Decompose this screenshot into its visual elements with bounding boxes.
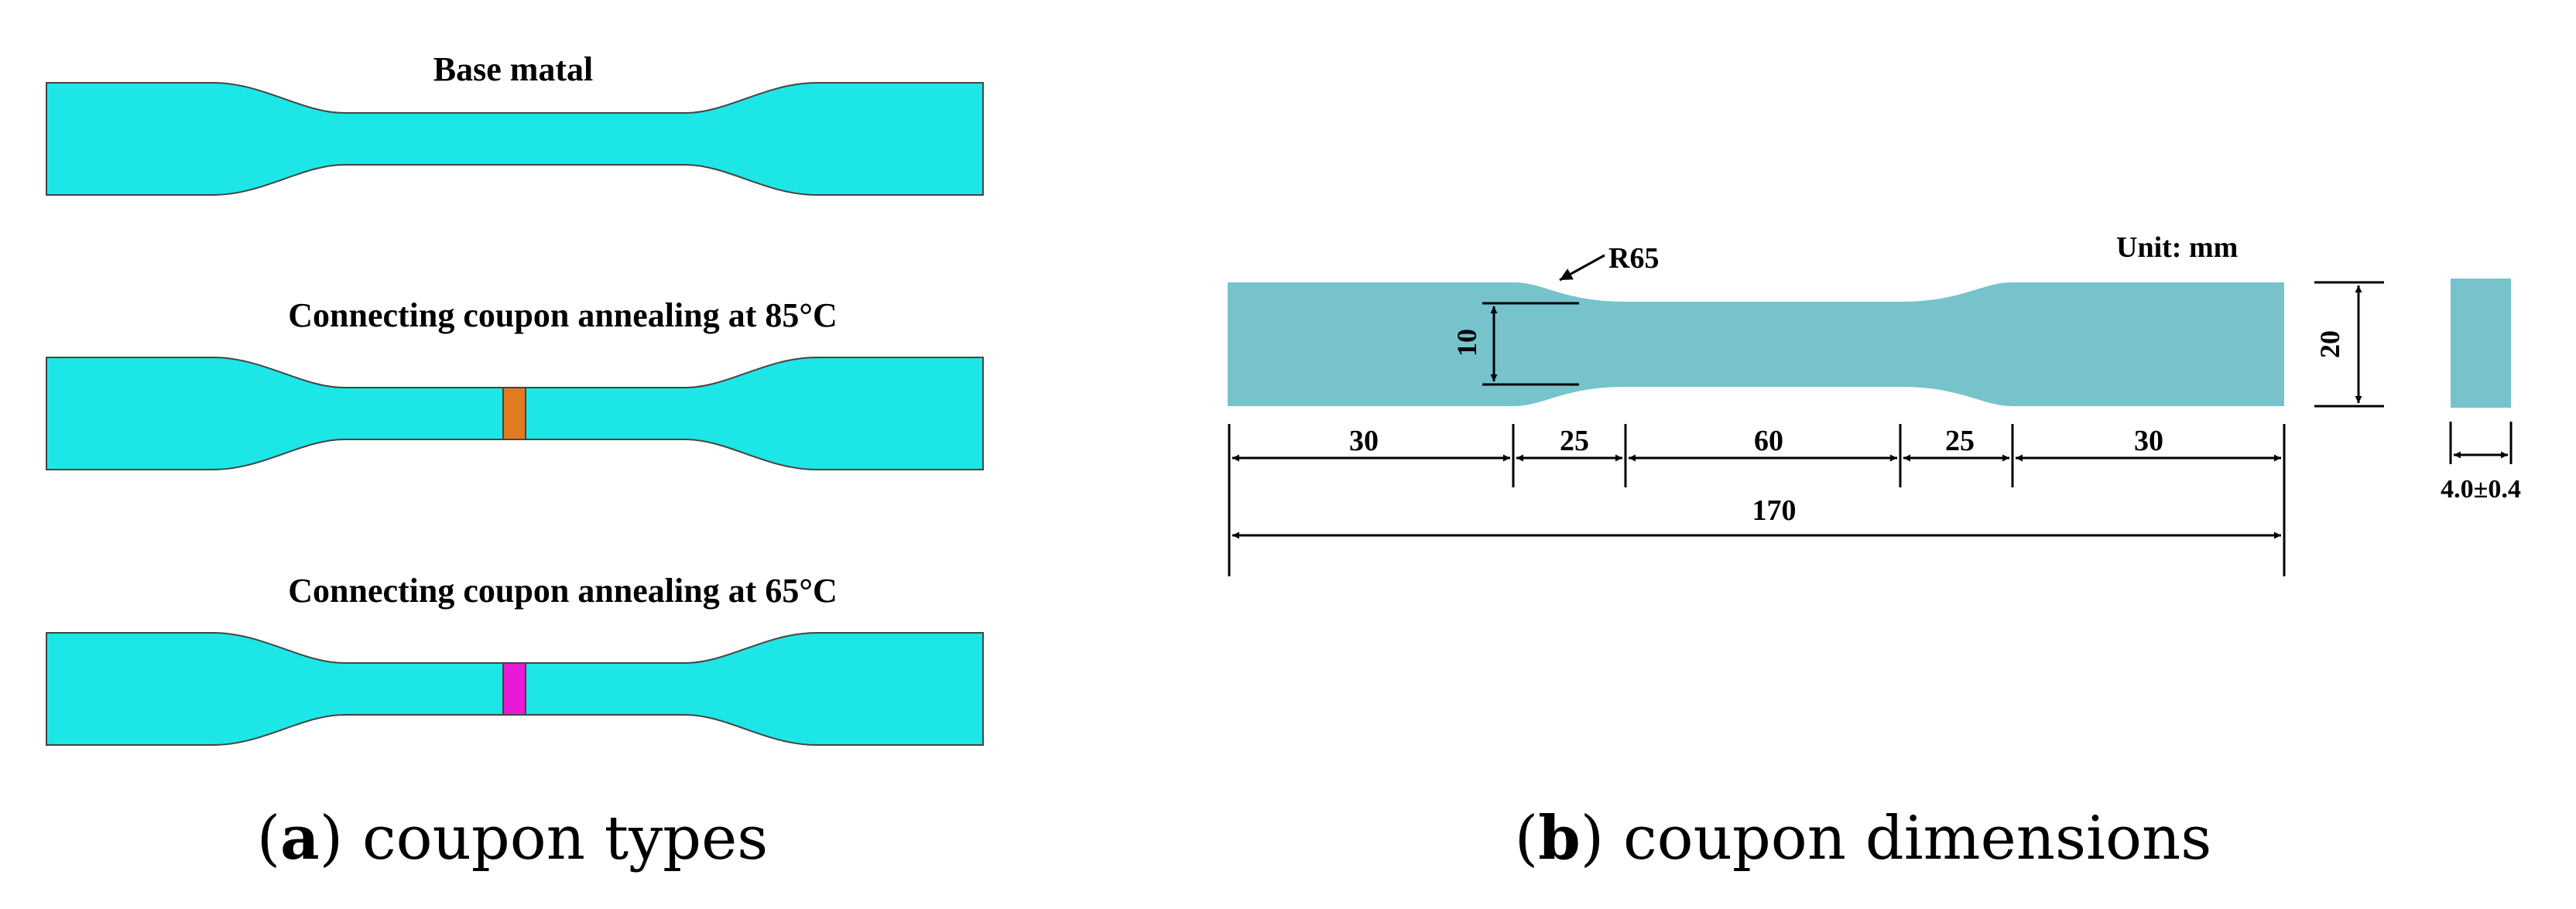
thickness-section	[2451, 279, 2511, 408]
grip-width-label: 20	[2314, 330, 2345, 358]
coupon-shape	[46, 82, 984, 196]
caption-text: coupon types	[362, 804, 768, 873]
caption-text: coupon dimensions	[1623, 804, 2211, 873]
coupon-dimension-shape	[1228, 282, 2284, 406]
caption-letter: b	[1538, 803, 1581, 873]
segment-label-5: 30	[2134, 425, 2163, 457]
coupon-title: Connecting coupon annealing at 65°C	[288, 572, 837, 610]
coupon-title: Base matal	[433, 50, 594, 88]
panel-b: Unit: mm R65 10 20 30 25 60	[1228, 231, 2521, 873]
coupon-base-metal: Base matal	[46, 50, 984, 196]
thickness-label: 4.0±0.4	[2441, 475, 2521, 504]
annealed-insert-85c	[502, 387, 526, 440]
segment-label-3: 60	[1754, 425, 1783, 457]
width-label: 10	[1451, 329, 1482, 357]
segment-label-2: 25	[1560, 425, 1589, 457]
coupon-65c: Connecting coupon annealing at 65°C	[46, 572, 984, 746]
coupon-85c: Connecting coupon annealing at 85°C	[46, 296, 984, 470]
caption-letter: a	[280, 803, 320, 873]
unit-label: Unit: mm	[2116, 231, 2238, 264]
caption-a: (a) coupon types	[257, 803, 769, 873]
annealed-insert-65c	[502, 662, 526, 716]
segment-label-1: 30	[1349, 425, 1379, 457]
coupon-title: Connecting coupon annealing at 85°C	[288, 296, 837, 334]
panel-a: Base matal Connecting coupon annealing a…	[46, 50, 984, 873]
segment-label-4: 25	[1945, 425, 1975, 457]
radius-label: R65	[1608, 242, 1659, 275]
total-length-label: 170	[1752, 494, 1797, 527]
radius-leader	[1559, 254, 1605, 282]
caption-b: (b) coupon dimensions	[1515, 803, 2211, 873]
